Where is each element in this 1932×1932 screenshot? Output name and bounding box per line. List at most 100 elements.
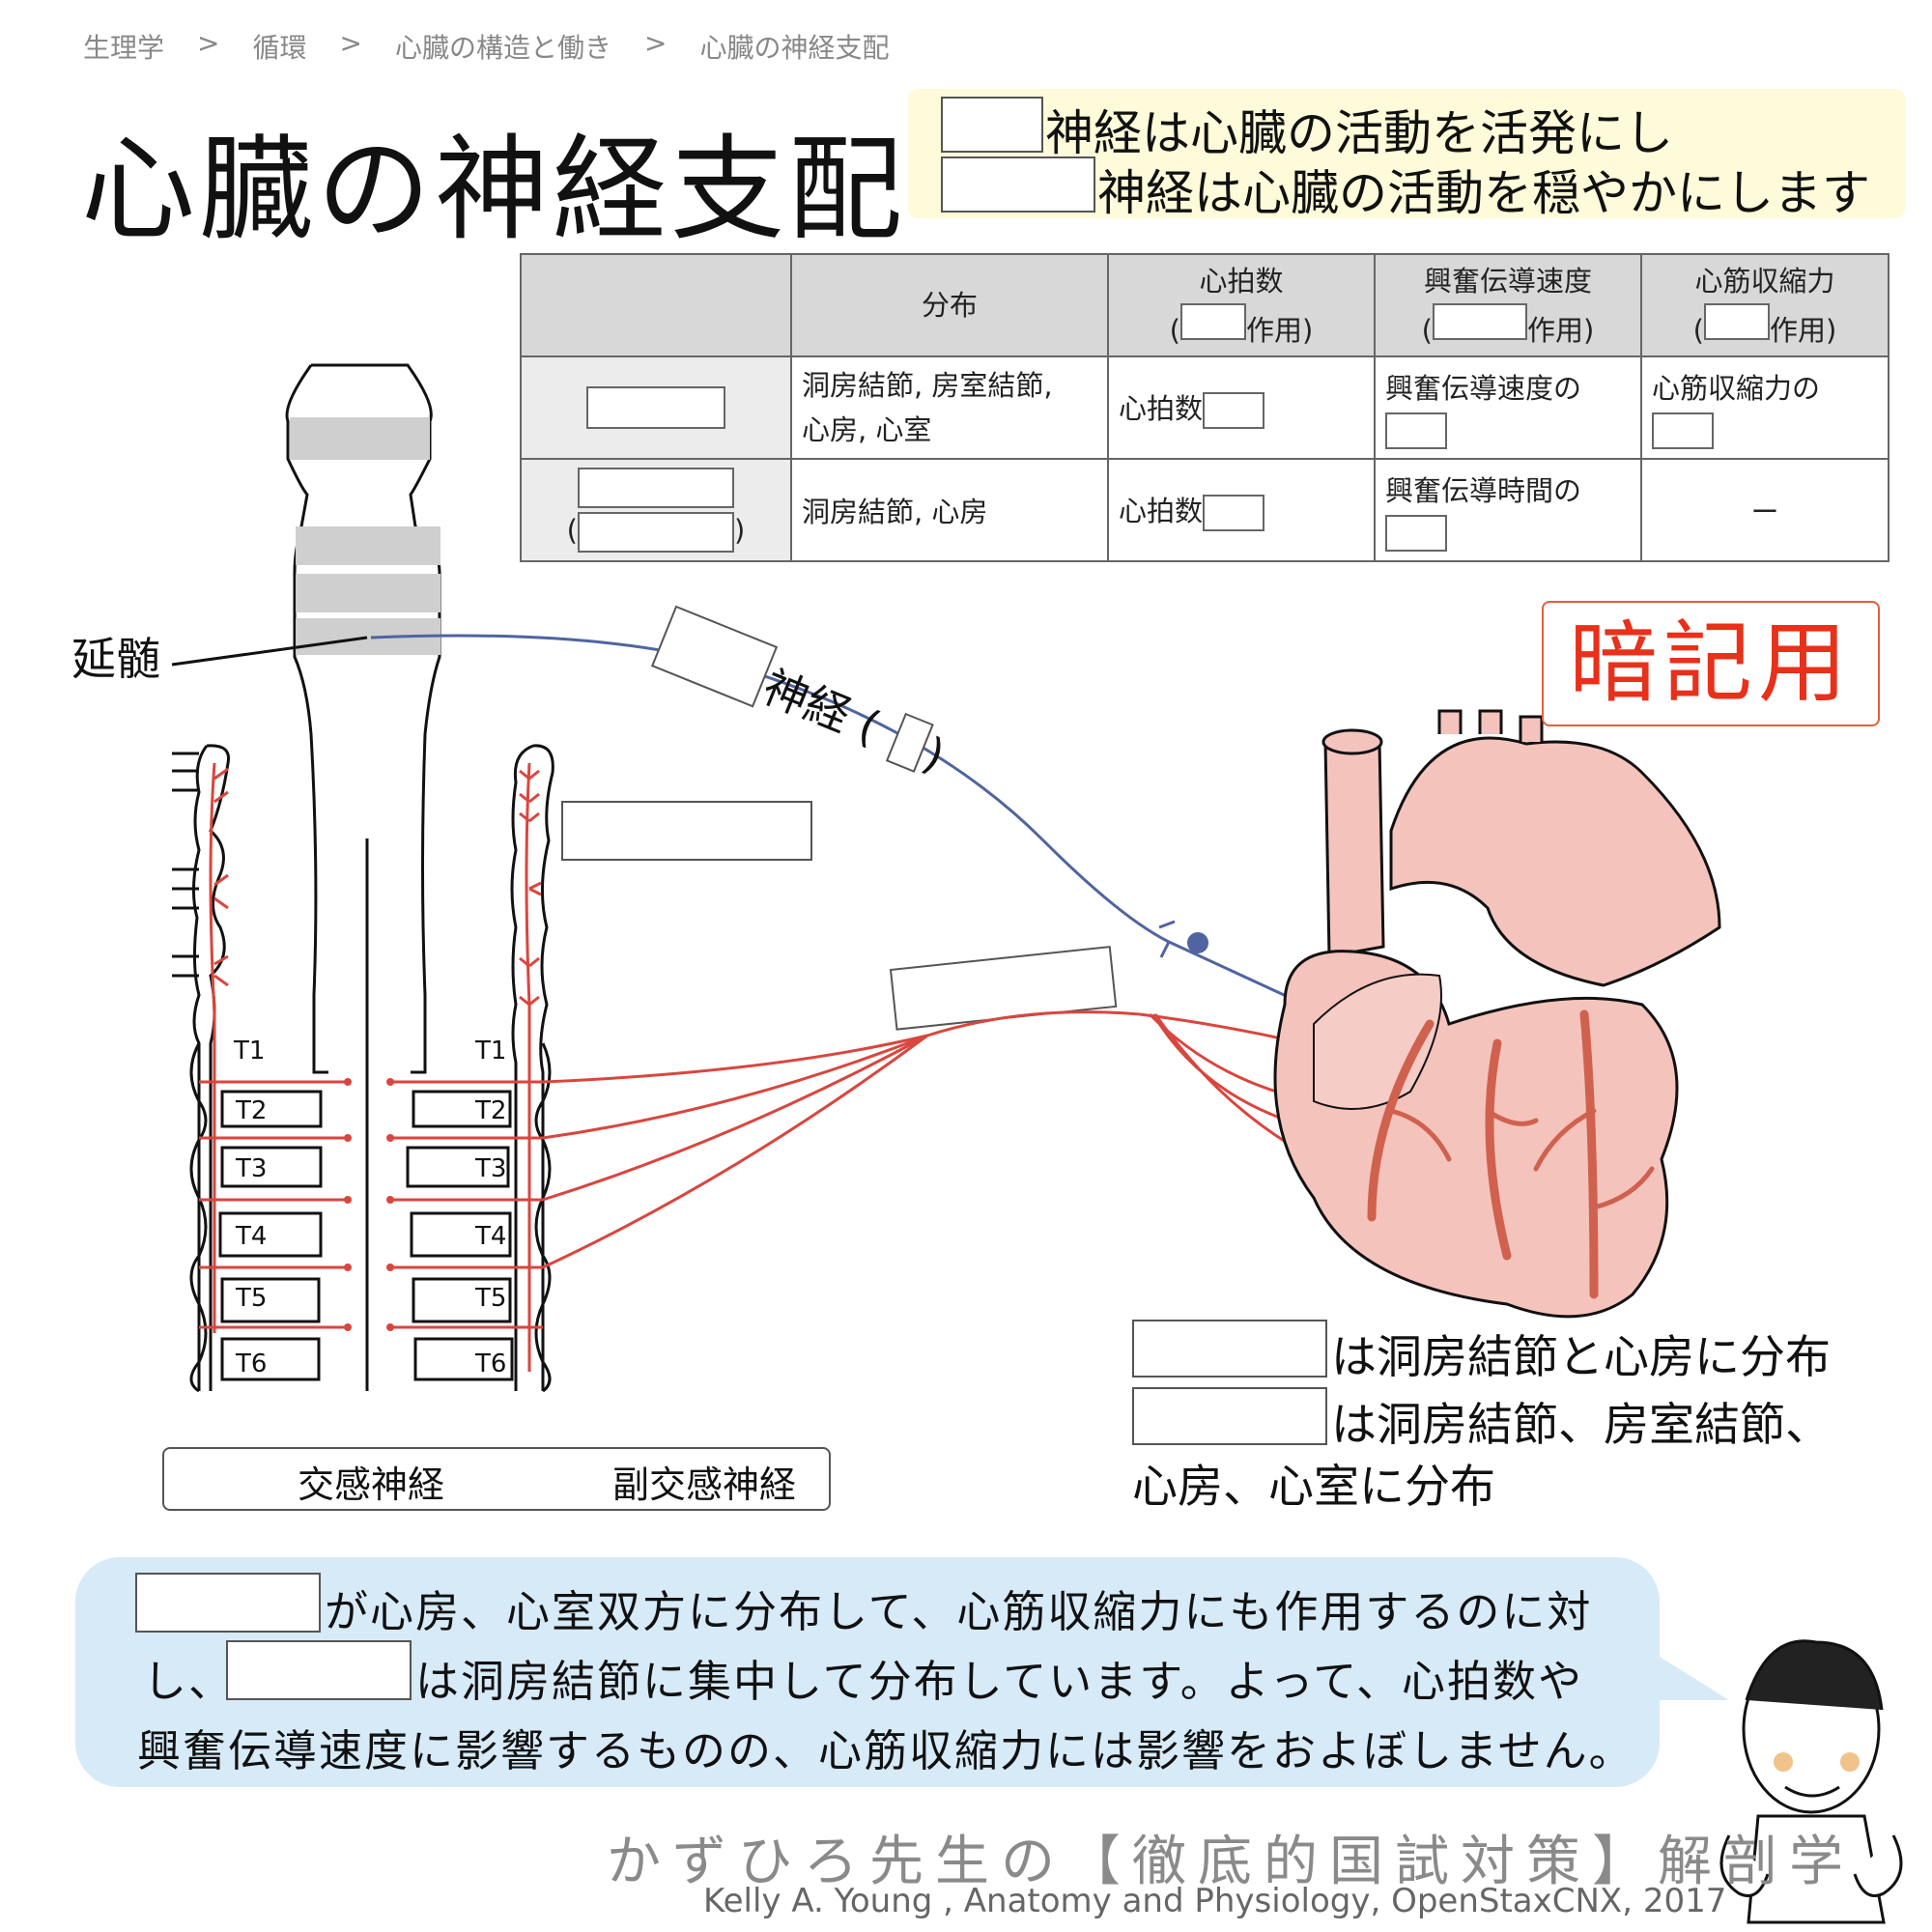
paren-close: ) <box>734 514 746 547</box>
thoracic-segments <box>218 1090 514 1381</box>
legend-sympathetic-label: 交感神経 <box>298 1463 445 1506</box>
conduction-effect-blank[interactable] <box>1433 302 1527 340</box>
brand-footer: かずひろ先生の【徹底的国試対策】解剖学 <box>607 1831 1855 1893</box>
row2-conduction-label: 興奮伝導時間の <box>1385 474 1582 507</box>
row2-conduction: 興奮伝導時間の <box>1374 458 1642 562</box>
breadcrumb-item-circulation[interactable]: 循環 <box>252 32 307 64</box>
summary-line-1: 神経は心臓の活動を活発にし <box>1045 105 1673 161</box>
speech-bubble: が心房、心室双方に分布して、心筋収縮力にも作用するのに対 し、 は洞房結節に集中… <box>75 1557 1660 1787</box>
segment-label: T3 <box>474 1154 506 1183</box>
segment-label: T2 <box>474 1096 506 1125</box>
segment-label: T6 <box>474 1350 506 1378</box>
table-corner <box>520 253 792 357</box>
breadcrumb-item-physiology[interactable]: 生理学 <box>83 32 165 64</box>
heart-illustration <box>1273 709 1721 1319</box>
row1-heart-rate-blank[interactable] <box>1203 392 1265 429</box>
segment-label: T3 <box>235 1154 267 1183</box>
nerve-effect-table: 分布 心拍数 (作用) 興奮伝導速度 (作用) 心筋収縮力 (作用) 洞房結節,… <box>520 253 1889 562</box>
paren: ( <box>1169 313 1180 347</box>
note-blank-2[interactable] <box>1132 1387 1327 1445</box>
teacher-avatar <box>1719 1639 1903 1924</box>
page-title: 心臓の神経支配 <box>81 123 907 256</box>
row1-conduction-blank[interactable] <box>1385 412 1447 449</box>
effect-suffix: 作用) <box>1770 313 1837 347</box>
vagus-number-blank[interactable] <box>885 712 934 773</box>
segment-label: T5 <box>474 1284 506 1313</box>
header-conduction: 興奮伝導速度 ( 作用) <box>1374 253 1642 357</box>
memorization-badge: 暗記用 <box>1542 601 1880 726</box>
row1-heart-rate: 心拍数 <box>1107 355 1376 460</box>
legend-parasympathetic-label: 副交感神経 <box>612 1463 797 1506</box>
row2-heart-rate-blank[interactable] <box>1203 495 1265 531</box>
breadcrumb: 生理学 > 循環 > 心臓の構造と働き > 心臓の神経支配 <box>83 27 889 66</box>
row1-contractility-blank[interactable] <box>1652 412 1714 449</box>
segment-label: T5 <box>235 1284 267 1313</box>
ganglion-name-blank[interactable] <box>561 801 812 861</box>
paren: ( <box>1692 313 1704 347</box>
row1-heart-rate-label: 心拍数 <box>1119 392 1204 425</box>
row1-distribution: 洞房結節, 房室結節, 心房, 心室 <box>790 355 1109 460</box>
note-line-1: は洞房結節と心房に分布 <box>1331 1331 1831 1384</box>
header-contractility-label: 心筋収縮力 <box>1694 264 1835 298</box>
row1-contractility-label: 心筋収縮力の <box>1652 372 1821 405</box>
medulla-pointer <box>171 636 368 667</box>
row2-nerve-alt-blank[interactable] <box>578 512 734 553</box>
vagus-name-blank[interactable] <box>650 605 779 708</box>
image-credit: Kelly A. Young , Anatomy and Physiology,… <box>703 1882 1727 1920</box>
memorization-label: 暗記用 <box>1568 611 1853 715</box>
segment-label: T1 <box>233 1037 265 1065</box>
bubble-blank-2[interactable] <box>226 1640 412 1700</box>
effect-suffix: 作用) <box>1246 313 1314 347</box>
segment-nerve-dots <box>344 1078 394 1331</box>
row1-distribution-line1: 洞房結節, 房室結節, <box>802 369 1053 402</box>
row2-distribution: 洞房結節, 心房 <box>790 458 1109 562</box>
row2-heart-rate: 心拍数 <box>1107 458 1376 562</box>
row1-nerve-blank[interactable] <box>586 386 725 429</box>
segment-label: T4 <box>235 1222 267 1251</box>
header-heart-rate: 心拍数 ( 作用) <box>1107 253 1376 357</box>
breadcrumb-item-heart-structure[interactable]: 心臓の構造と働き <box>394 32 611 64</box>
segment-label: T4 <box>474 1222 506 1251</box>
summary-line-2: 神経は心臓の活動を穏やかにします <box>1097 165 1870 221</box>
bubble-line-1: が心房、心室双方に分布して、心筋収縮力にも作用するのに対 <box>325 1586 1593 1637</box>
vagus-ganglion <box>1187 932 1208 953</box>
summary-blank-1[interactable] <box>941 97 1043 153</box>
note-line-2: は洞房結節、房室結節、 <box>1331 1399 1831 1452</box>
row2-contractility: ー <box>1640 458 1889 562</box>
left-sympathetic-chain <box>172 744 231 1391</box>
header-heart-rate-label: 心拍数 <box>1199 264 1284 298</box>
header-contractility: 心筋収縮力 ( 作用) <box>1640 253 1889 357</box>
breadcrumb-separator: > <box>643 27 668 59</box>
note-blank-1[interactable] <box>1132 1320 1327 1378</box>
bubble-line-2: は洞房結節に集中して分布しています。よって、心拍数や <box>415 1656 1583 1707</box>
row2-heart-rate-label: 心拍数 <box>1119 495 1204 527</box>
heart-rate-effect-blank[interactable] <box>1180 302 1246 340</box>
breadcrumb-separator: > <box>339 27 362 59</box>
row2-head: () <box>520 458 792 562</box>
segment-label: T1 <box>474 1037 506 1065</box>
paren: ( <box>1421 313 1433 347</box>
paren-open: ( <box>566 514 578 547</box>
header-conduction-label: 興奮伝導速度 <box>1423 264 1592 298</box>
row1-head <box>520 355 792 460</box>
row2-conduction-blank[interactable] <box>1385 515 1447 552</box>
row1-conduction-label: 興奮伝導速度の <box>1385 372 1582 405</box>
summary-blank-2[interactable] <box>941 156 1095 213</box>
row2-nerve-blank[interactable] <box>578 468 734 508</box>
medulla-label: 延髄 <box>71 633 160 685</box>
row1-conduction: 興奮伝導速度の <box>1374 355 1642 460</box>
brainstem <box>285 363 441 1391</box>
summary-box: 神経は心臓の活動を活発にし 神経は心臓の活動を穏やかにします <box>908 89 1905 221</box>
segment-chain-outline <box>189 1042 552 1393</box>
contractility-effect-blank[interactable] <box>1704 302 1770 340</box>
table-row: () 洞房結節, 心房 心拍数 興奮伝導時間の ー <box>520 458 1889 562</box>
legend: 交感神経 副交感神経 <box>162 1447 831 1511</box>
table-row: 洞房結節, 房室結節, 心房, 心室 心拍数 興奮伝導速度の 心筋収縮力の <box>520 355 1889 460</box>
bubble-line-3: 興奮伝導速度に影響するものの、心筋収縮力には影響をおよぼしません。 <box>137 1725 1634 1776</box>
segment-label: T2 <box>235 1096 267 1125</box>
effect-suffix: 作用) <box>1527 313 1595 347</box>
breadcrumb-separator: > <box>197 27 220 59</box>
bubble-tail <box>1652 1652 1729 1700</box>
bubble-blank-1[interactable] <box>135 1573 321 1633</box>
